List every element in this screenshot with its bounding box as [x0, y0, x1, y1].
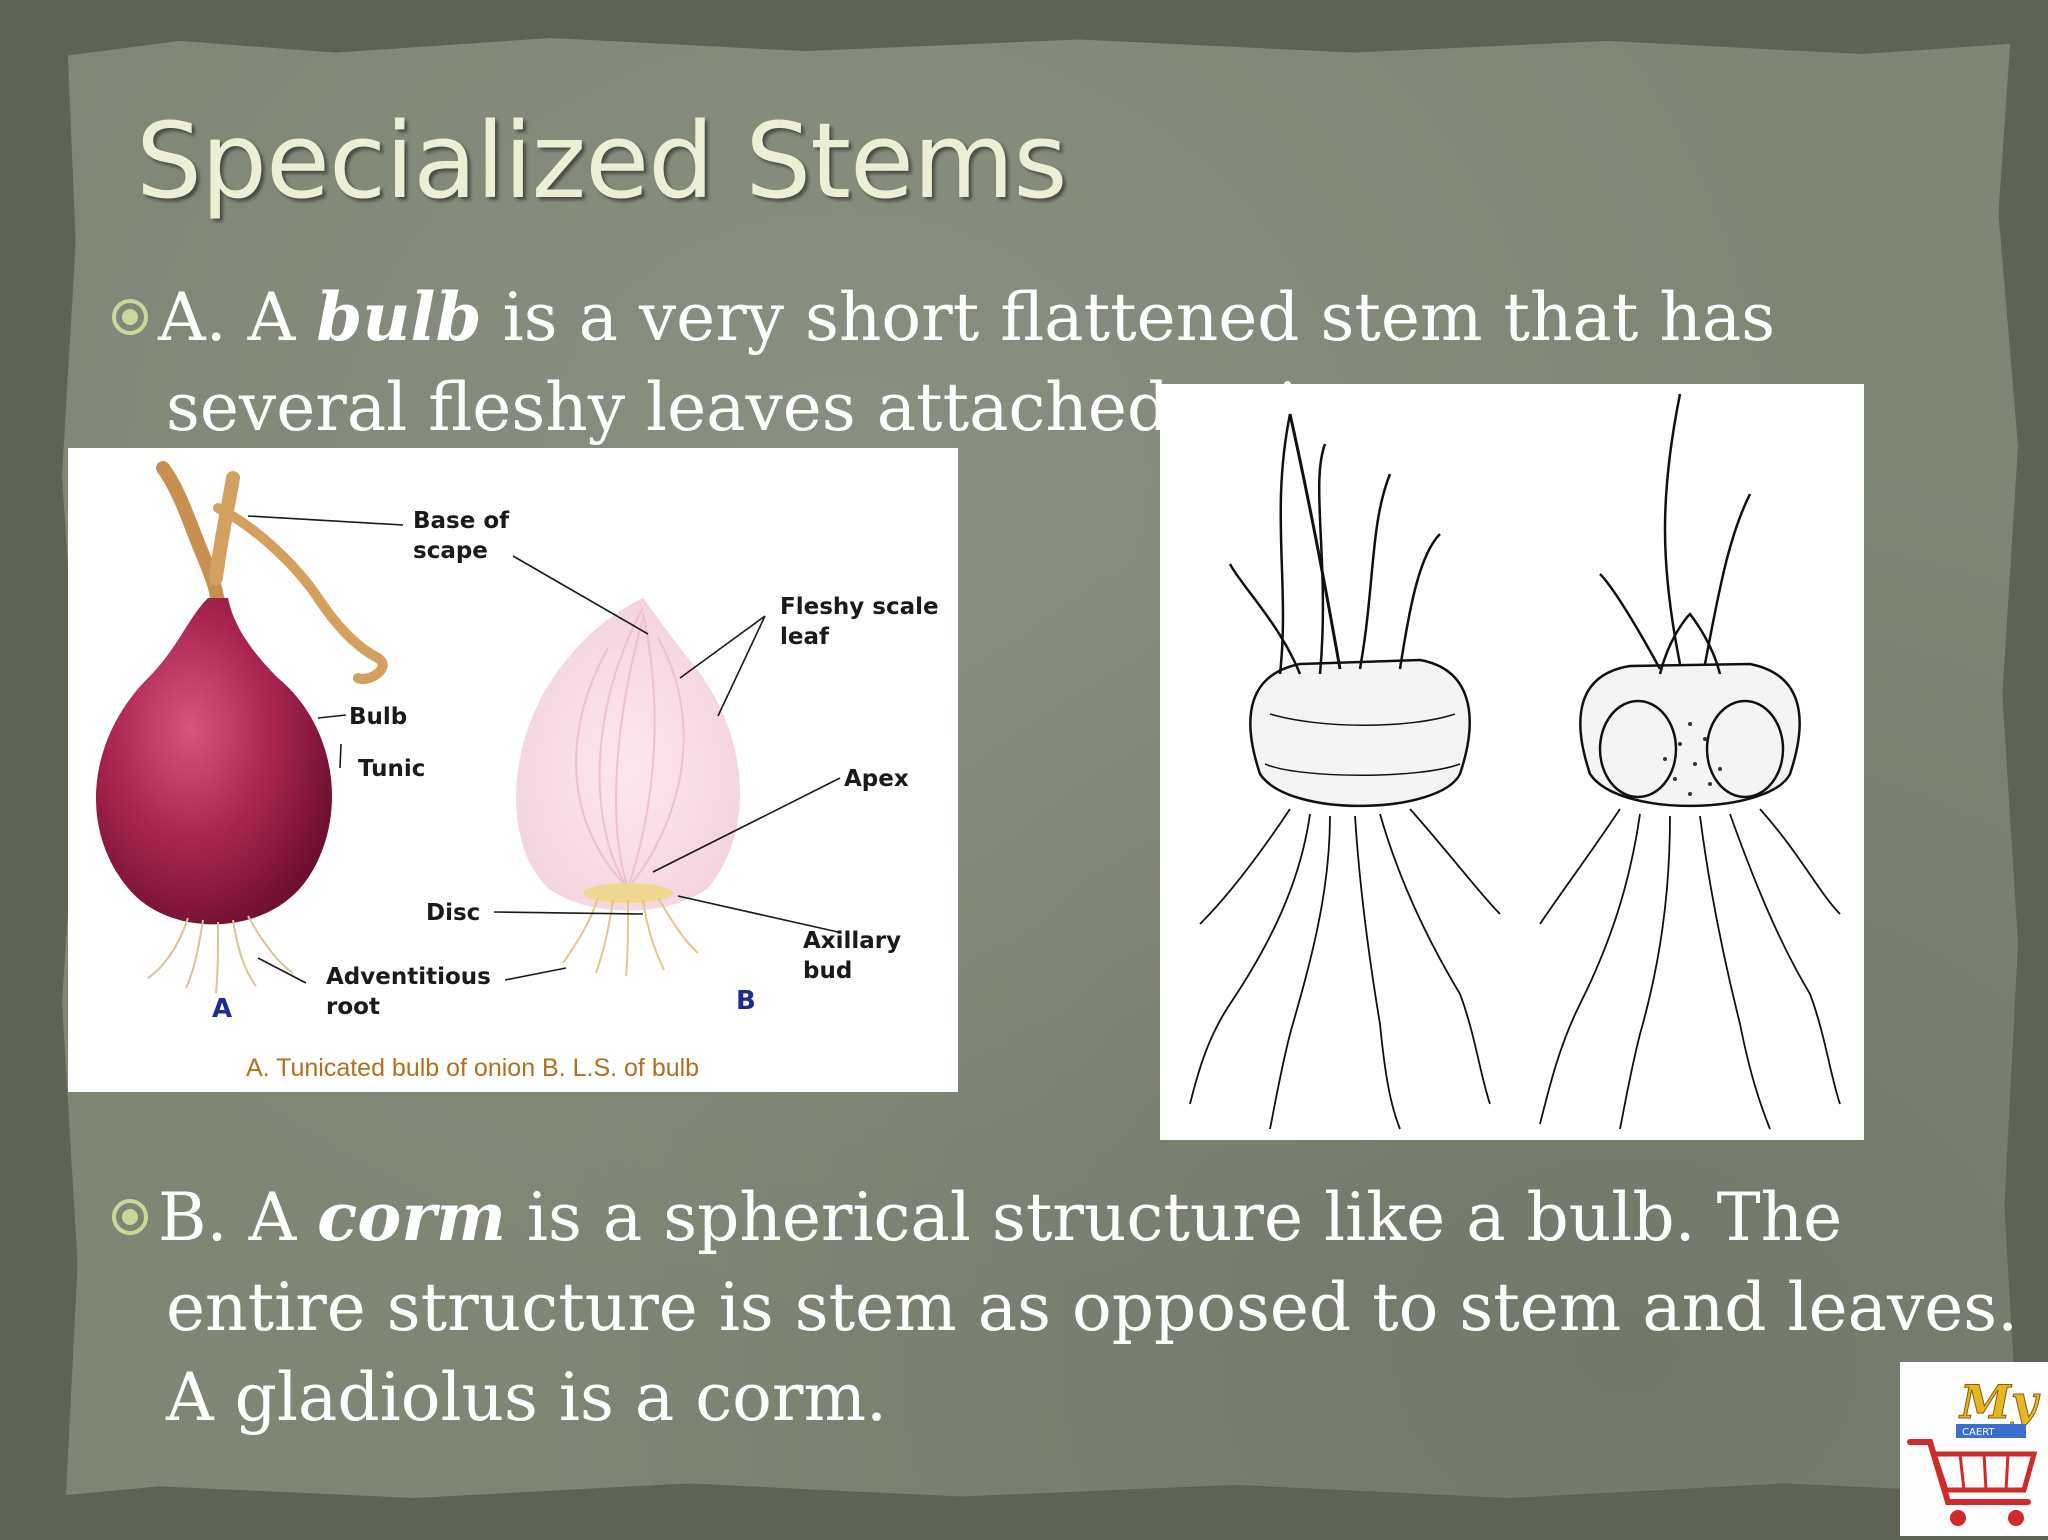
bullet-a-line1: A. A bulb is a very short flattened stem… — [110, 272, 1910, 363]
corm-illustration — [1189, 393, 1841, 1130]
onion-illustration — [95, 461, 841, 994]
bullet-a-prefix: A. A — [158, 279, 317, 356]
label-axillary-1: Axillary — [803, 928, 902, 954]
logo-my-text: My — [1958, 1375, 2041, 1429]
bullet-circle-icon — [112, 1199, 148, 1235]
bullet-b: B. A corm is a spherical structure like … — [110, 1172, 2019, 1443]
term-bulb: bulb — [316, 278, 482, 356]
figure-caption: A. Tunicated bulb of onion B. L.S. of bu… — [246, 1054, 700, 1082]
corm-engraving — [1160, 384, 1864, 1140]
bullet-b-prefix: B. A — [158, 1179, 318, 1256]
label-base-of-scape-2: scape — [413, 538, 488, 564]
bullet-b-line2: entire structure is stem as opposed to s… — [166, 1269, 2019, 1346]
bullet-a-rest: is a very short flattened stem that has — [481, 279, 1776, 356]
bullet-circle-icon — [112, 299, 148, 335]
bullet-a-line2: several fleshy leaves attached to it. — [166, 369, 1347, 446]
label-adventitious-2: root — [326, 994, 380, 1020]
corm-section — [1539, 393, 1841, 1130]
label-axillary-2: bud — [803, 958, 853, 984]
label-letter-b: B — [736, 986, 756, 1016]
term-corm: corm — [317, 1178, 506, 1256]
label-base-of-scape-1: Base of — [413, 508, 510, 534]
bullet-b-line3: A gladiolus is a corm. — [166, 1359, 888, 1436]
label-apex: Apex — [844, 766, 909, 792]
label-adventitious-1: Adventitious — [326, 964, 491, 990]
label-disc: Disc — [426, 900, 481, 926]
label-letter-a: A — [212, 994, 233, 1024]
onion-section — [515, 598, 741, 977]
label-fleshy-scale-1: Fleshy scale — [780, 594, 939, 620]
label-bulb: Bulb — [349, 704, 408, 730]
logo-caert-text: CAERT — [1962, 1427, 1995, 1438]
label-fleshy-scale-2: leaf — [780, 624, 830, 650]
onion-whole — [95, 461, 388, 994]
mycaert-logo: My CAERT — [1900, 1362, 2048, 1536]
corm-whole — [1189, 413, 1501, 1130]
leader-lines — [247, 515, 841, 984]
label-tunic: Tunic — [358, 756, 426, 782]
bullet-b-line1: B. A corm is a spherical structure like … — [110, 1172, 1910, 1263]
bullet-b-rest: is a spherical structure like a bulb. Th… — [505, 1179, 1843, 1256]
slide-title: Specialized Stems — [136, 100, 1068, 222]
onion-bulb-diagram: Base of scape Fleshy scale leaf Bulb Tun… — [68, 448, 958, 1092]
shopping-cart-icon: My CAERT — [1907, 1375, 2041, 1526]
bullet-a: A. A bulb is a very short flattened stem… — [110, 272, 1910, 453]
